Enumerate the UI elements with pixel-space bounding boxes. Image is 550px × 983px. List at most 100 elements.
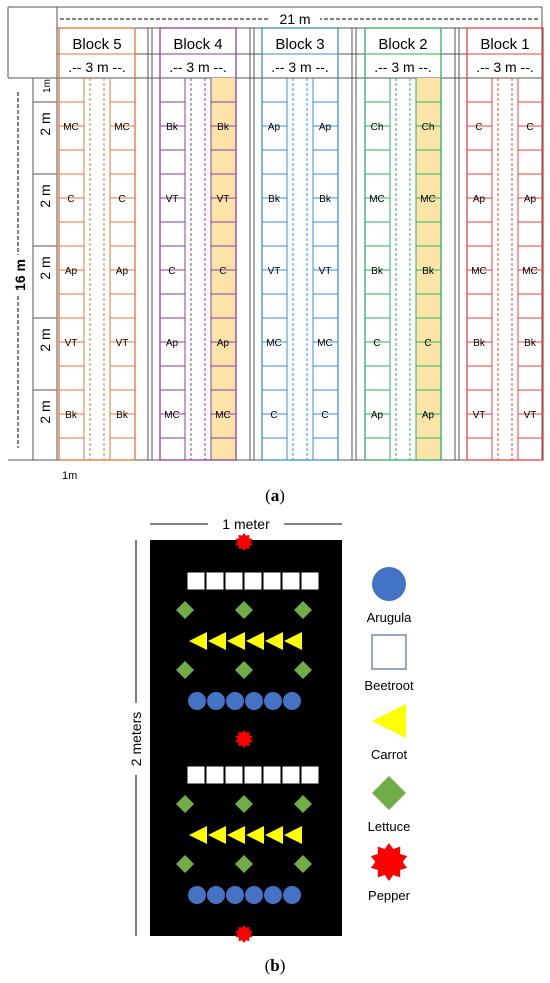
crop-left-2-3: MC xyxy=(266,338,282,349)
block-border-1 xyxy=(159,27,237,461)
crop-right-2-0: Ap xyxy=(319,122,332,133)
bed-beetroot-1-0 xyxy=(187,572,205,590)
bed-lettuce-2-1 xyxy=(235,601,253,619)
crop-right-0-0: MC xyxy=(114,122,130,133)
crop-right-3-2: Bk xyxy=(422,266,435,277)
row-label-2: 2 m xyxy=(37,184,53,207)
bed-lettuce-8-2 xyxy=(294,795,312,813)
bed-lettuce-10-2 xyxy=(294,855,312,873)
total-length-label: 16 m xyxy=(12,259,28,291)
bed-lettuce-10-1 xyxy=(235,855,253,873)
crop-right-3-1: MC xyxy=(420,194,436,205)
bed-pepper-0 xyxy=(235,533,253,551)
bed-beetroot-7-3 xyxy=(244,766,262,784)
bed-beetroot-7-5 xyxy=(282,766,300,784)
bed-carrot-3-3 xyxy=(246,632,264,650)
crop-right-2-3: MC xyxy=(317,338,333,349)
crop-left-0-0: MC xyxy=(63,122,79,133)
bed-carrot-3-4 xyxy=(265,632,283,650)
crop-left-0-1: C xyxy=(67,194,74,205)
bed-width-label-4: .-- 3 m --. xyxy=(476,59,534,75)
bed-lettuce-8-0 xyxy=(176,795,194,813)
crop-left-3-4: Ap xyxy=(371,410,384,421)
total-width-label-bg xyxy=(270,10,320,27)
bed-carrot-9-1 xyxy=(208,826,226,844)
bed-width-label-bg xyxy=(208,515,284,533)
caption-a: (a) xyxy=(265,486,285,505)
bed-carrot-9-3 xyxy=(246,826,264,844)
bed-lettuce-2-2 xyxy=(294,601,312,619)
bed-carrot-9-2 xyxy=(227,826,245,844)
bed-arugula-5-5 xyxy=(283,692,301,710)
block-name-0: Block 5 xyxy=(72,36,121,53)
crop-left-4-2: MC xyxy=(471,266,487,277)
bed-beetroot-1-6 xyxy=(301,572,319,590)
bed-arugula-11-0 xyxy=(188,886,206,904)
bed-lettuce-2-0 xyxy=(176,601,194,619)
crop-right-4-1: Ap xyxy=(524,194,537,205)
bed-beetroot-1-1 xyxy=(206,572,224,590)
crop-left-1-0: Bk xyxy=(166,122,179,133)
block-name-1: Block 4 xyxy=(173,36,222,53)
crop-left-1-1: VT xyxy=(166,194,179,205)
crop-left-1-4: MC xyxy=(164,410,180,421)
crop-left-3-3: C xyxy=(373,338,380,349)
total-length-label-bg xyxy=(10,255,27,295)
row-label-3: 2 m xyxy=(37,256,53,279)
caption-b: (b) xyxy=(264,956,286,975)
bed-arugula-11-4 xyxy=(264,886,282,904)
crop-left-0-3: VT xyxy=(65,338,78,349)
crop-right-4-4: VT xyxy=(524,410,537,421)
gap-label: 1m xyxy=(62,470,77,482)
bed-beetroot-7-0 xyxy=(187,766,205,784)
block-border-0 xyxy=(58,27,136,461)
crop-right-1-2: C xyxy=(219,266,226,277)
crop-left-4-3: Bk xyxy=(473,338,486,349)
bed-beetroot-7-4 xyxy=(263,766,281,784)
block-border-2 xyxy=(261,27,339,461)
block-name-2: Block 3 xyxy=(275,36,324,53)
bed-arugula-5-3 xyxy=(245,692,263,710)
crop-left-2-2: VT xyxy=(268,266,281,277)
bed-beetroot-1-3 xyxy=(244,572,262,590)
crop-right-3-0: Ch xyxy=(422,122,435,133)
bed-carrot-9-0 xyxy=(189,826,207,844)
bed-arugula-11-1 xyxy=(207,886,225,904)
bed-lettuce-4-2 xyxy=(294,661,312,679)
bed-beetroot-1-4 xyxy=(263,572,281,590)
bed-beetroot-7-1 xyxy=(206,766,224,784)
crop-left-3-0: Ch xyxy=(371,122,384,133)
crop-left-2-4: C xyxy=(270,410,277,421)
legend-swatch-pepper xyxy=(370,843,408,881)
bed-lettuce-4-0 xyxy=(176,661,194,679)
crop-right-4-0: C xyxy=(526,122,533,133)
shaded-column-3 xyxy=(416,78,441,460)
row-label-5: 2 m xyxy=(37,400,53,423)
bed-carrot-9-4 xyxy=(265,826,283,844)
bed-pepper-12 xyxy=(235,925,253,943)
legend-swatch-carrot xyxy=(372,704,406,738)
bed-width-label-0: .-- 3 m --. xyxy=(68,59,126,75)
bed-arugula-5-4 xyxy=(264,692,282,710)
crop-left-2-0: Ap xyxy=(268,122,281,133)
caption-b-letter: b xyxy=(270,956,280,975)
bed-carrot-3-2 xyxy=(227,632,245,650)
crop-right-3-3: C xyxy=(424,338,431,349)
crop-right-2-2: VT xyxy=(319,266,332,277)
crop-right-4-3: Bk xyxy=(524,338,537,349)
bed-carrot-3-1 xyxy=(208,632,226,650)
legend-label-carrot: Carrot xyxy=(371,747,408,762)
crop-right-0-3: VT xyxy=(116,338,129,349)
crop-right-0-2: Ap xyxy=(116,266,129,277)
block-border-4 xyxy=(466,27,544,461)
bed-width-label-3: .-- 3 m --. xyxy=(374,59,432,75)
legend-swatch-arugula xyxy=(372,567,406,601)
bed-width-label: 1 meter xyxy=(222,516,270,532)
crop-left-3-1: MC xyxy=(369,194,385,205)
legend-swatch-lettuce xyxy=(372,776,406,810)
crop-right-1-4: MC xyxy=(215,410,231,421)
bed-beetroot-1-2 xyxy=(225,572,243,590)
bed-carrot-3-5 xyxy=(284,632,302,650)
crop-right-3-4: Ap xyxy=(422,410,435,421)
